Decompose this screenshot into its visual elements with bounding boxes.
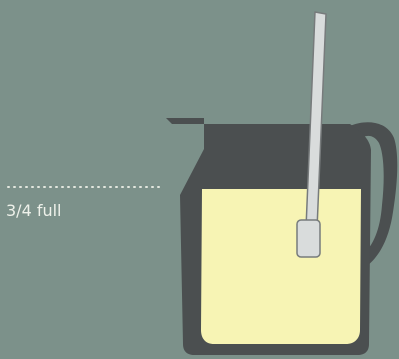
stirrer-icon bbox=[296, 11, 327, 258]
stirrer-tip bbox=[296, 219, 321, 258]
fill-level-label: 3/4 full bbox=[6, 201, 62, 220]
liquid-icon bbox=[201, 189, 361, 344]
pitcher-handle-icon bbox=[350, 122, 398, 269]
